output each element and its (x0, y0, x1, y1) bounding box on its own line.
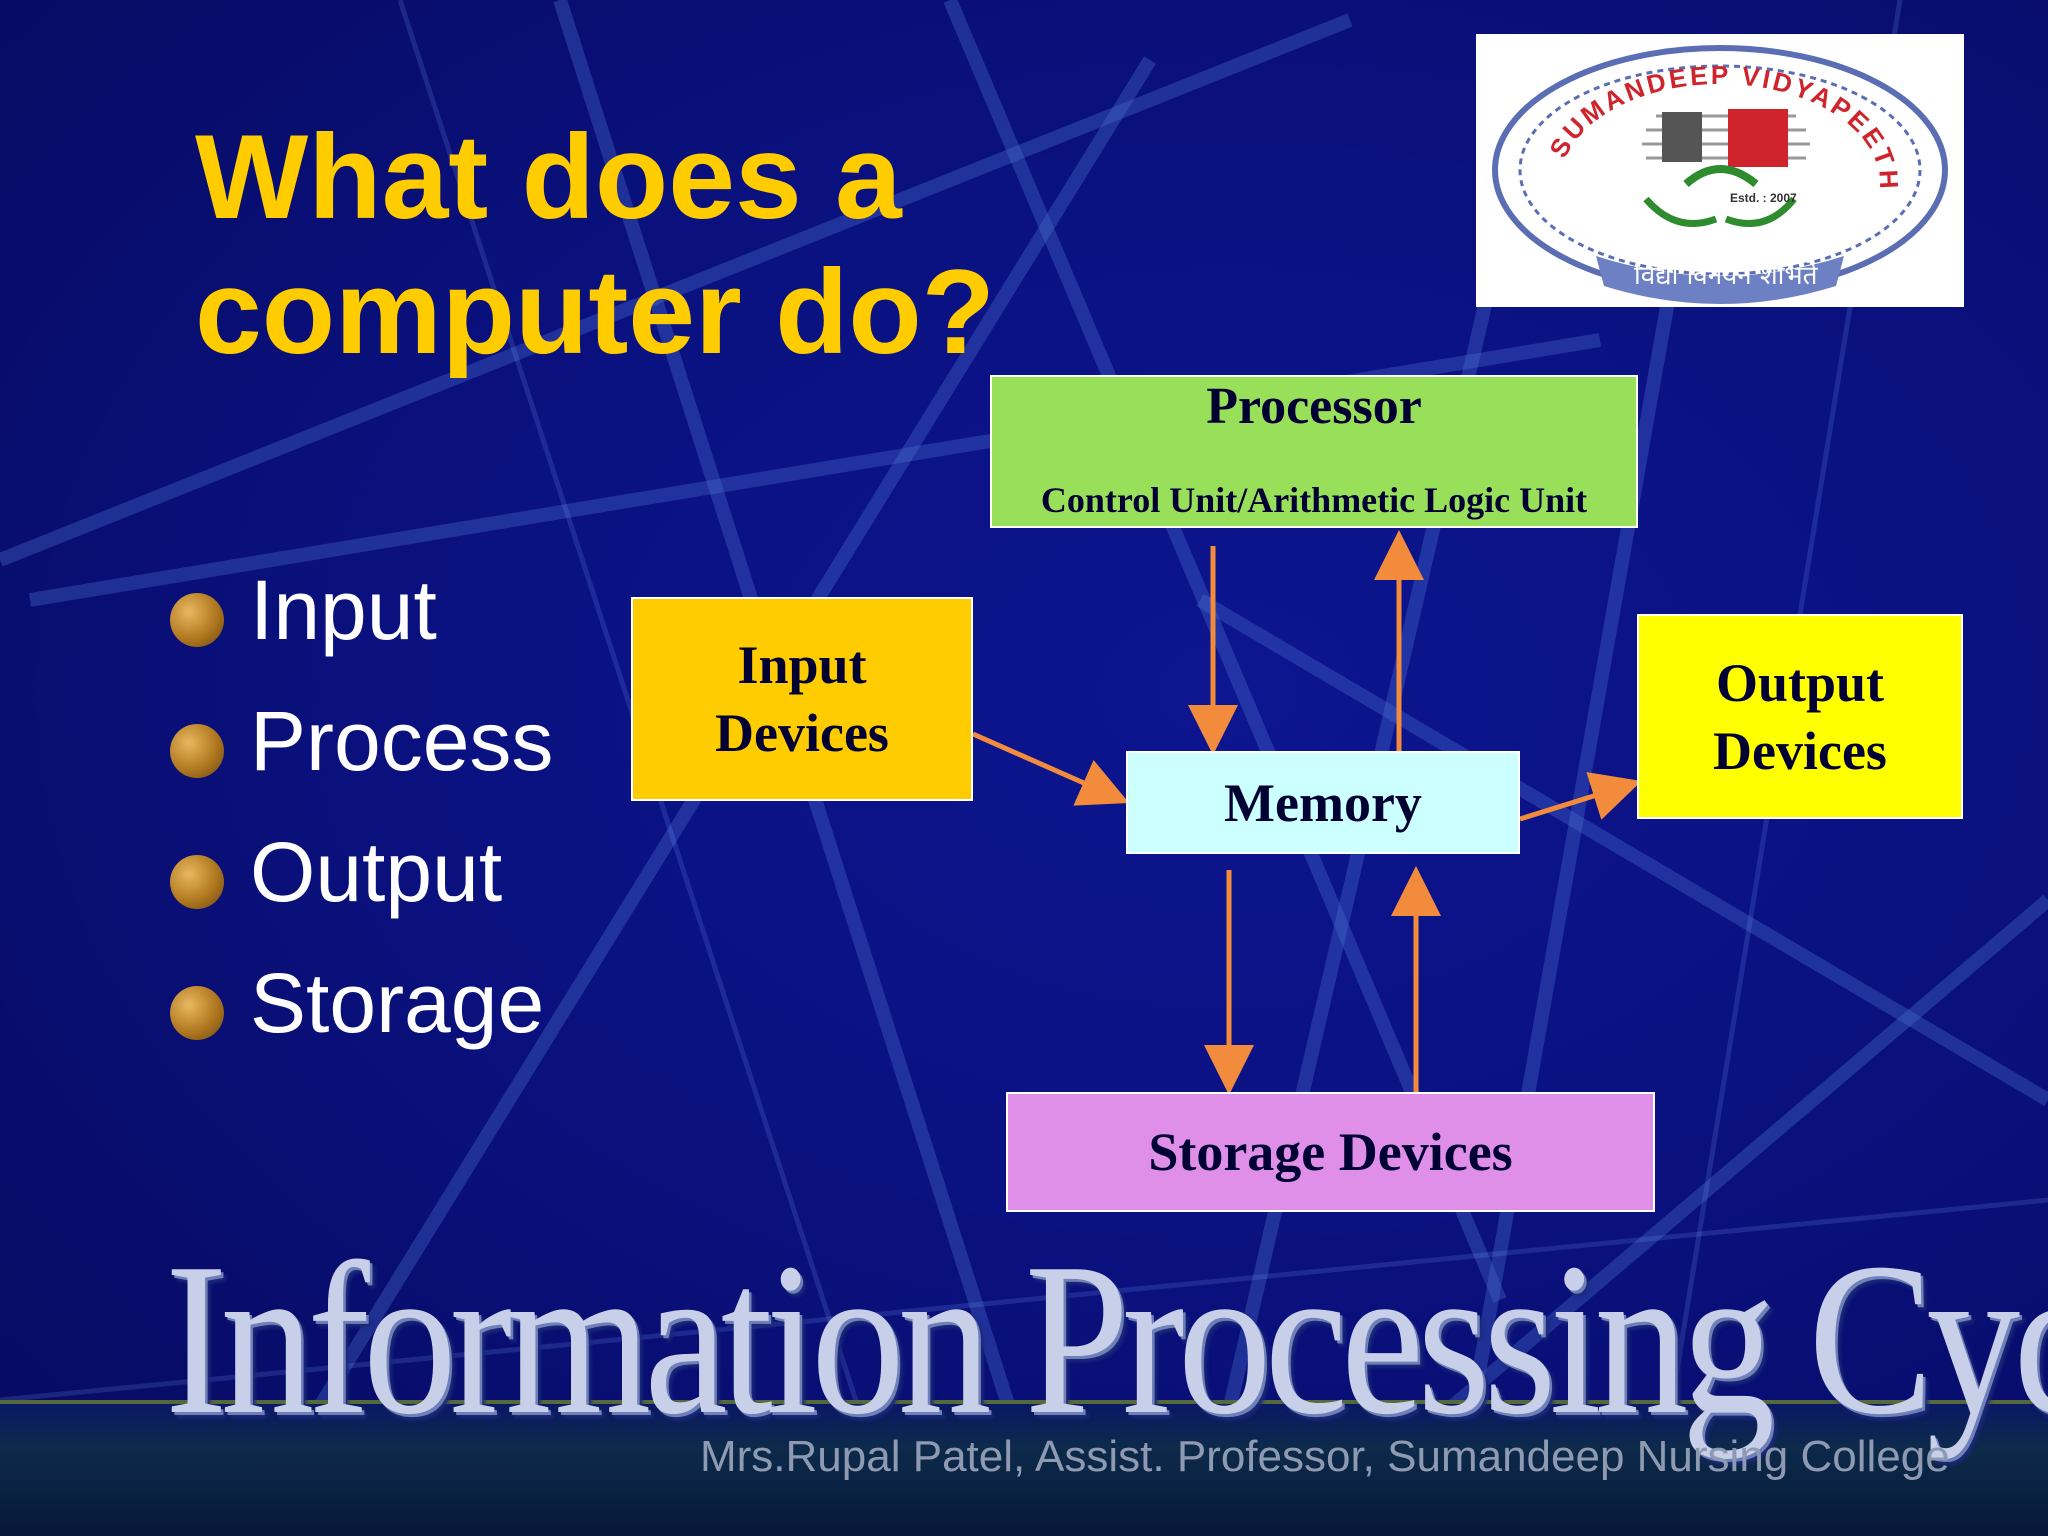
bullet-icon (170, 985, 224, 1040)
logo-estd: Estd. : 2007 (1730, 191, 1797, 205)
output-devices-label-line1: Output (1715, 652, 1885, 713)
bullet-label: Storage (250, 956, 545, 1050)
processor-label: Processor (1206, 378, 1422, 435)
footer-divider (0, 1400, 2048, 1404)
bullet-item: Storage (170, 938, 553, 1069)
logo-motto: विद्या विनयेन शोभते (1634, 260, 1819, 291)
bullet-item: Output (170, 807, 553, 938)
bullet-item: Input (170, 545, 553, 676)
bullet-list: Input Process Output Storage (170, 545, 553, 1069)
bullet-item: Process (170, 676, 553, 807)
bullet-icon (170, 592, 224, 647)
slide-title: What does a computer do? (195, 110, 995, 379)
input-devices-box: Input Devices (631, 597, 973, 801)
output-devices-box: Output Devices (1637, 614, 1963, 819)
cycle-wordart-title: Information Processing Cycle (165, 1219, 2048, 1460)
bullet-label: Output (250, 825, 503, 919)
processor-sublabel: Control Unit/Arithmetic Logic Unit (1040, 480, 1588, 520)
bullet-icon (170, 854, 224, 909)
processor-box: Processor Control Unit/Arithmetic Logic … (990, 375, 1638, 528)
output-devices-label-line2: Devices (1713, 720, 1887, 781)
bullet-icon (170, 723, 224, 778)
storage-devices-box: Storage Devices (1006, 1092, 1655, 1212)
bullet-label: Input (250, 563, 437, 657)
college-logo: SUMANDEEP VIDYAPEETH Estd. : 2007 विद्या… (1476, 34, 1964, 307)
memory-label: Memory (1224, 772, 1422, 833)
author-credit: Mrs.Rupal Patel, Assist. Professor, Suma… (700, 1432, 1950, 1481)
bullet-label: Process (250, 694, 554, 788)
memory-box: Memory (1126, 751, 1520, 854)
input-devices-label-line2: Devices (715, 703, 889, 763)
storage-devices-label: Storage Devices (1148, 1122, 1513, 1182)
logo-emblem-icon: SUMANDEEP VIDYAPEETH Estd. : 2007 विद्या… (1492, 45, 1948, 304)
footer-band (0, 1400, 2048, 1536)
input-devices-label-line1: Input (737, 635, 867, 695)
